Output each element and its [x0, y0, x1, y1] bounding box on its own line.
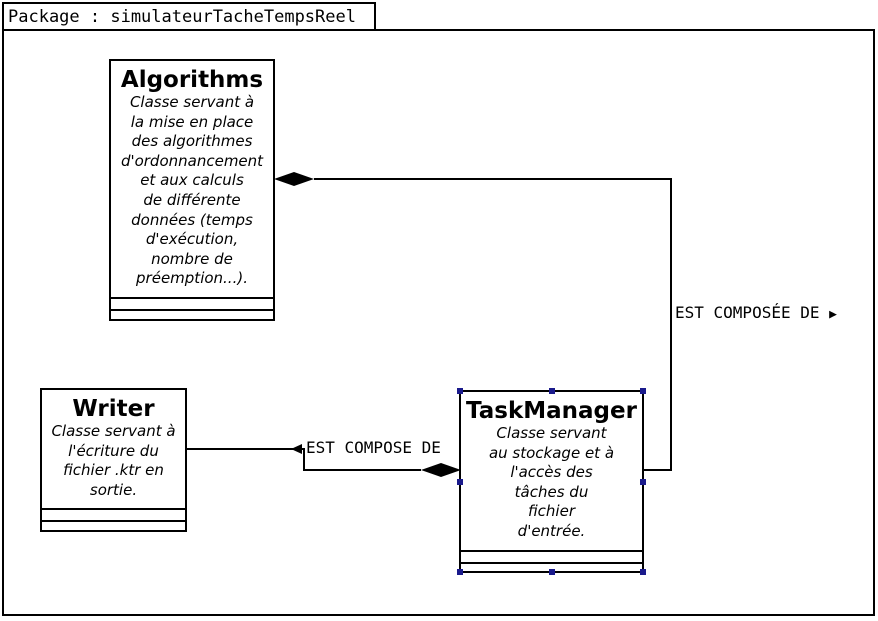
class-taskmanager-attributes-compartment [461, 550, 642, 552]
selection-handle[interactable] [457, 479, 463, 485]
selection-handle[interactable] [640, 388, 646, 394]
relation-label-writer[interactable]: EST COMPOSE DE [306, 438, 441, 457]
selection-handle[interactable] [640, 479, 646, 485]
class-writer-name: Writer [72, 396, 155, 422]
selection-handle[interactable] [457, 388, 463, 394]
class-writer[interactable]: Writer Classe servant à l'écriture du fi… [40, 388, 187, 532]
selection-handle[interactable] [549, 569, 555, 575]
composition-diamond-writer [421, 463, 461, 477]
selection-handle[interactable] [457, 569, 463, 575]
direction-arrow-icon: ▶ [829, 307, 837, 322]
class-algorithms-name: Algorithms [120, 67, 264, 93]
composition-line-algorithms[interactable] [314, 178, 672, 471]
class-taskmanager-description: Classe servant au stockage et à l'accès … [488, 424, 615, 540]
class-algorithms-attributes-compartment [111, 297, 273, 299]
relation-label-algorithms-text: EST COMPOSÉE DE [675, 303, 820, 322]
class-writer-methods-compartment [42, 520, 185, 522]
class-algorithms-methods-compartment [111, 309, 273, 311]
arrow-head-icon [291, 444, 302, 454]
class-writer-attributes-compartment [42, 508, 185, 510]
selection-handle[interactable] [549, 388, 555, 394]
class-taskmanager[interactable]: TaskManager Classe servant au stockage e… [459, 390, 644, 573]
relation-label-algorithms[interactable]: EST COMPOSÉE DE ▶ [675, 303, 837, 322]
class-writer-description: Classe servant à l'écriture du fichier .… [51, 422, 176, 499]
class-algorithms[interactable]: Algorithms Classe servant à la mise en p… [109, 59, 275, 321]
class-taskmanager-methods-compartment [461, 562, 642, 564]
package-label: Package : simulateurTacheTempsReel [8, 7, 356, 27]
composition-line-writer[interactable] [186, 448, 421, 471]
package-tab[interactable]: Package : simulateurTacheTempsReel [2, 2, 376, 29]
selection-handle[interactable] [640, 569, 646, 575]
class-taskmanager-name: TaskManager [466, 398, 637, 424]
class-algorithms-description: Classe servant à la mise en place des al… [120, 93, 264, 288]
composition-diamond-algorithms [274, 172, 314, 186]
package-frame[interactable] [2, 29, 875, 616]
